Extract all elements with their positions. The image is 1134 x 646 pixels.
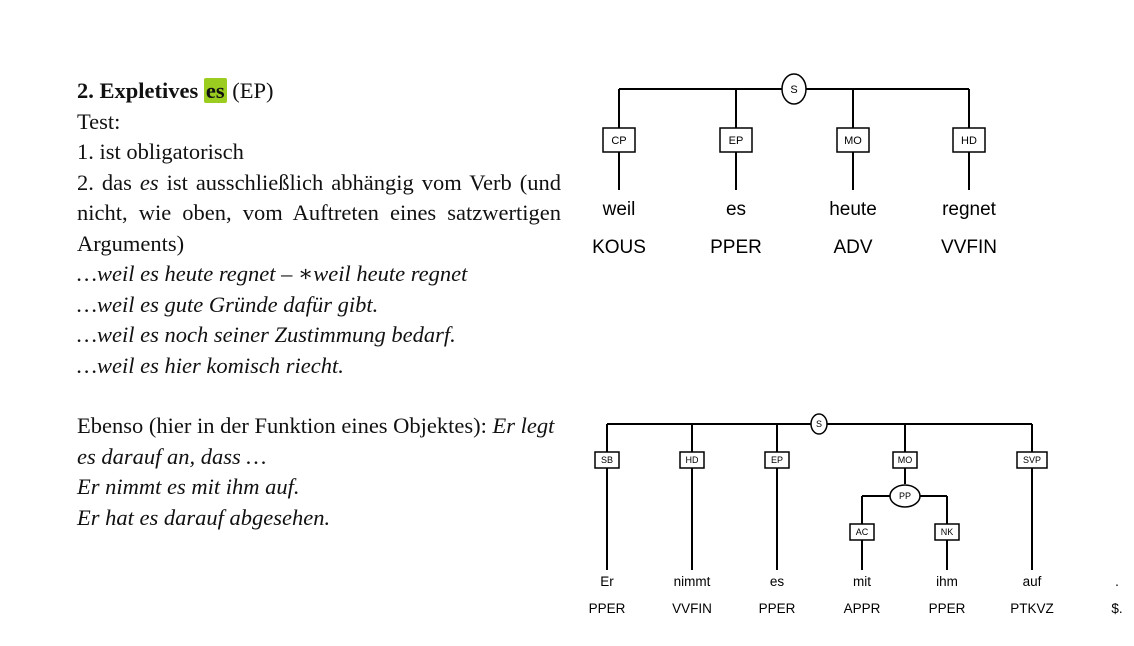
highlighted-es: es [203,78,227,103]
tree1-word-es: es [726,199,746,220]
tree2-tag-pper-1: PPER [589,601,626,616]
tree2-edge-box-ep [764,451,790,469]
tree2-word-nimmt: nimmt [674,574,711,589]
tree2-edge-box-hd [679,451,705,469]
section-title: Expletives [99,78,199,103]
tree2-edge-box-mo [892,451,918,469]
example-1: …weil es heute regnet – ∗weil heute regn… [77,261,468,286]
example-3: …weil es noch seiner Zustimmung bedarf. [77,322,456,347]
section-heading: 2. Expletives es (EP) [77,76,561,107]
slide-text: 2. Expletives es (EP) Test: 1. ist oblig… [77,76,561,533]
tree2-tag-pper-2: PPER [759,601,796,616]
tree1-tag-vvfin: VVFIN [941,237,997,258]
tree2-word-mit: mit [853,574,871,589]
tree2-edge-ep: EP [771,455,783,465]
tree2-tag-vvfin: VVFIN [672,601,712,616]
tree1-edge-box-mo [836,127,870,153]
criterion-1: 1. ist obligatorisch [77,139,244,164]
criterion-2-es: es [139,169,159,195]
tree1-edge-box-hd [952,127,986,153]
tree2-tag-appr: APPR [844,601,881,616]
tree2-word-er: Er [600,574,614,589]
example-2: …weil es gute Gründe dafür gibt. [77,291,379,317]
tree2-edge-box-nk [934,523,960,541]
object-example-2: Er nimmt es mit ihm auf. [77,474,300,499]
tree2-edge-box-svp [1016,451,1048,469]
tree2-edge-sb: SB [601,455,613,465]
tree2-edge-box-sb [594,451,620,469]
tree1-word-weil: weil [602,199,636,220]
tree2-word-auf: auf [1023,574,1042,589]
tree2-word-es: es [770,574,785,589]
tree2-root-label: S [816,419,822,429]
criterion-2-start: 2. das [77,169,132,195]
tree2-tag-punct: $. [1111,601,1122,616]
tree1-tag-kous: KOUS [592,237,646,258]
section-number: 2. [77,78,94,103]
tree2-word-ihm: ihm [936,574,958,589]
tree2-edge-svp: SVP [1023,455,1041,465]
tree2-word-period: . [1115,574,1119,589]
section-abbrev: (EP) [232,78,274,103]
tree1-edge-cp: CP [611,135,626,147]
tree1-edge-ep: EP [729,135,744,147]
tree2-edge-nk: NK [941,527,954,537]
object-example-3: Er hat es darauf abgesehen. [77,504,331,530]
tree1-edge-box-ep [719,127,753,153]
tree2-pp-node [889,484,921,508]
tree2-root-node [810,413,828,435]
tree2-edge-box-ac [849,523,875,541]
tree1-tag-adv: ADV [833,237,872,258]
tree1-tag-pper: PPER [710,237,762,258]
tree2-tag-pper-3: PPER [929,601,966,616]
example-4: …weil es hier komisch riecht. [77,352,344,378]
test-label: Test: [77,108,121,134]
tree1-root-label: S [790,84,797,96]
tree2-edge-ac: AC [856,527,869,537]
tree2-edge-mo: MO [898,455,913,465]
object-intro: Ebenso (hier in der Funktion eines Objek… [77,413,487,438]
tree1-edge-mo: MO [844,135,862,147]
criterion-2: 2. das es ist ausschließlich abhängig vo… [77,168,561,260]
object-paragraph: Ebenso (hier in der Funktion eines Objek… [77,411,561,472]
tree1-edge-hd: HD [961,135,977,147]
tree1-edge-box-cp [602,127,636,153]
tree2-pp-label: PP [899,491,911,501]
tree1-word-regnet: regnet [942,199,997,220]
tree2-tag-ptkvz: PTKVZ [1010,601,1054,616]
object-example-1: Er legt es darauf an, dass … [77,413,555,469]
tree2-edge-hd: HD [686,455,699,465]
tree1-word-heute: heute [829,199,877,220]
criterion-2-rest: ist ausschließlich abhängig vom Verb (un… [77,169,561,256]
tree1-root-node [781,73,807,105]
